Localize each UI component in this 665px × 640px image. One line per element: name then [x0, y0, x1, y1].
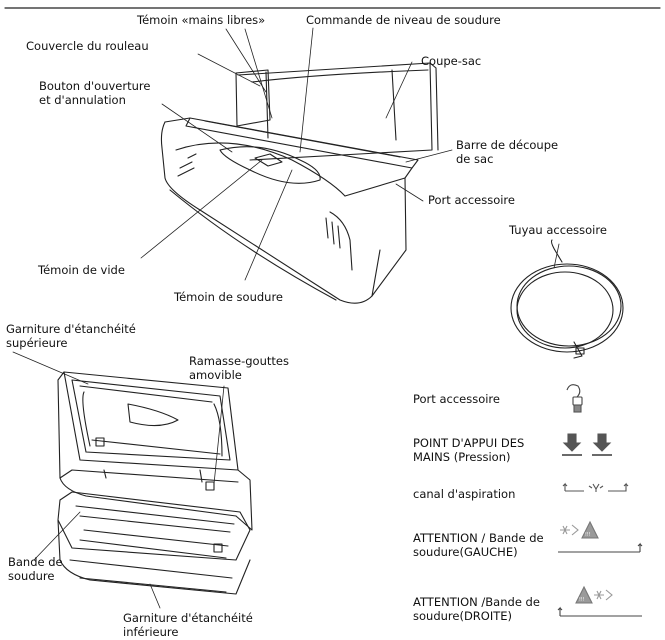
- label-garniture-superieure-2: supérieure: [6, 336, 68, 350]
- label-ramasse-gouttes: Ramasse-gouttes: [189, 354, 289, 368]
- legend-attention-gauche-line1: ATTENTION / Bande de: [413, 531, 544, 545]
- label-couvercle-rouleau: Couvercle du rouleau: [26, 39, 149, 53]
- label-garniture-superieure: Garniture d'étanchéité: [6, 322, 136, 336]
- warning-left-icon: !!!: [558, 520, 643, 553]
- label-barre-decoupe-sac: de sac: [456, 152, 494, 166]
- legend-attention-droite-line1: ATTENTION /Bande de: [413, 595, 540, 609]
- label-barre-decoupe: Barre de découpe: [456, 138, 559, 152]
- bottom-leader-lines: [12, 351, 225, 609]
- legend-attention-droite-line2: soudure(DROITE): [413, 609, 513, 623]
- label-commande-niveau-soudure: Commande de niveau de soudure: [306, 13, 501, 27]
- accessory-hose-illustration: [510, 239, 624, 359]
- label-bande-soudure-2: soudure: [8, 569, 55, 583]
- label-temoin-soudure: Témoin de soudure: [174, 290, 284, 304]
- label-temoin-mains-libres: Témoin «mains libres»: [137, 13, 266, 27]
- vacuum-sealer-open-illustration: [57, 371, 253, 595]
- label-bande-soudure: Bande de: [8, 555, 63, 569]
- warning-right-icon: !!!: [557, 585, 642, 617]
- label-tuyau-accessoire: Tuyau accessoire: [509, 223, 607, 237]
- label-ramasse-gouttes-amovible: amovible: [189, 368, 242, 382]
- top-leader-lines: [140, 27, 453, 281]
- svg-text:!!!: !!!: [585, 532, 591, 538]
- label-coupe-sac: Coupe-sac: [421, 54, 482, 68]
- press-arrows-icon: [562, 433, 612, 456]
- label-garniture-inferieure-2: inférieure: [123, 625, 179, 639]
- label-bouton-annulation: et d'annulation: [39, 93, 126, 107]
- legend-point-appui-line1: POINT D'APPUI DES: [413, 436, 525, 450]
- legend-canal-aspiration: canal d'aspiration: [413, 487, 516, 501]
- legend-point-appui-line2: MAINS (Pression): [413, 450, 511, 464]
- label-temoin-vide: Témoin de vide: [38, 263, 125, 277]
- vacuum-sealer-closed-illustration: [160, 62, 439, 304]
- label-garniture-inferieure: Garniture d'étanchéité: [123, 611, 253, 625]
- legend-icons: !!! !!!: [557, 384, 643, 617]
- svg-text:!!!: !!!: [579, 597, 585, 603]
- legend-attention-gauche-line2: soudure(GAUCHE): [413, 545, 518, 559]
- legend-port-accessoire: Port accessoire: [413, 392, 500, 406]
- label-bouton-ouverture: Bouton d'ouverture: [39, 79, 151, 93]
- label-port-accessoire-top: Port accessoire: [428, 193, 515, 207]
- suction-channel-icon: [562, 482, 629, 492]
- accessory-port-icon: [566, 384, 583, 413]
